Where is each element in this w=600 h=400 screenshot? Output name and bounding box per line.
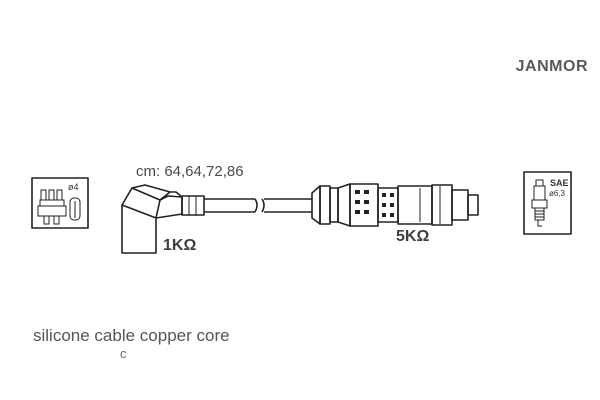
plug-side-resistance-label: 1KΩ: [163, 237, 197, 254]
coil-side-resistance-label: 5KΩ: [396, 228, 430, 245]
coil-connector: [311, 183, 479, 227]
cable-type-caption: silicone cable copper core: [33, 326, 230, 345]
cable-mark: c: [120, 346, 127, 361]
brand-logo-text: JANMOR: [515, 58, 588, 75]
spark-plug-diameter-label: ø6,3: [549, 189, 566, 198]
angled-plug-boot: [121, 184, 205, 254]
distributor-cap-icon: ø4: [31, 177, 89, 229]
spark-plug-standard-label: SAE: [550, 178, 569, 188]
cable-lengths-label: cm: 64,64,72,86: [136, 163, 244, 180]
connector-rib-pattern: [355, 190, 394, 217]
spark-plug-icon: SAE ø6,3: [523, 171, 572, 235]
ignition-cable: [204, 198, 312, 213]
distributor-diameter-label: ø4: [68, 182, 79, 192]
